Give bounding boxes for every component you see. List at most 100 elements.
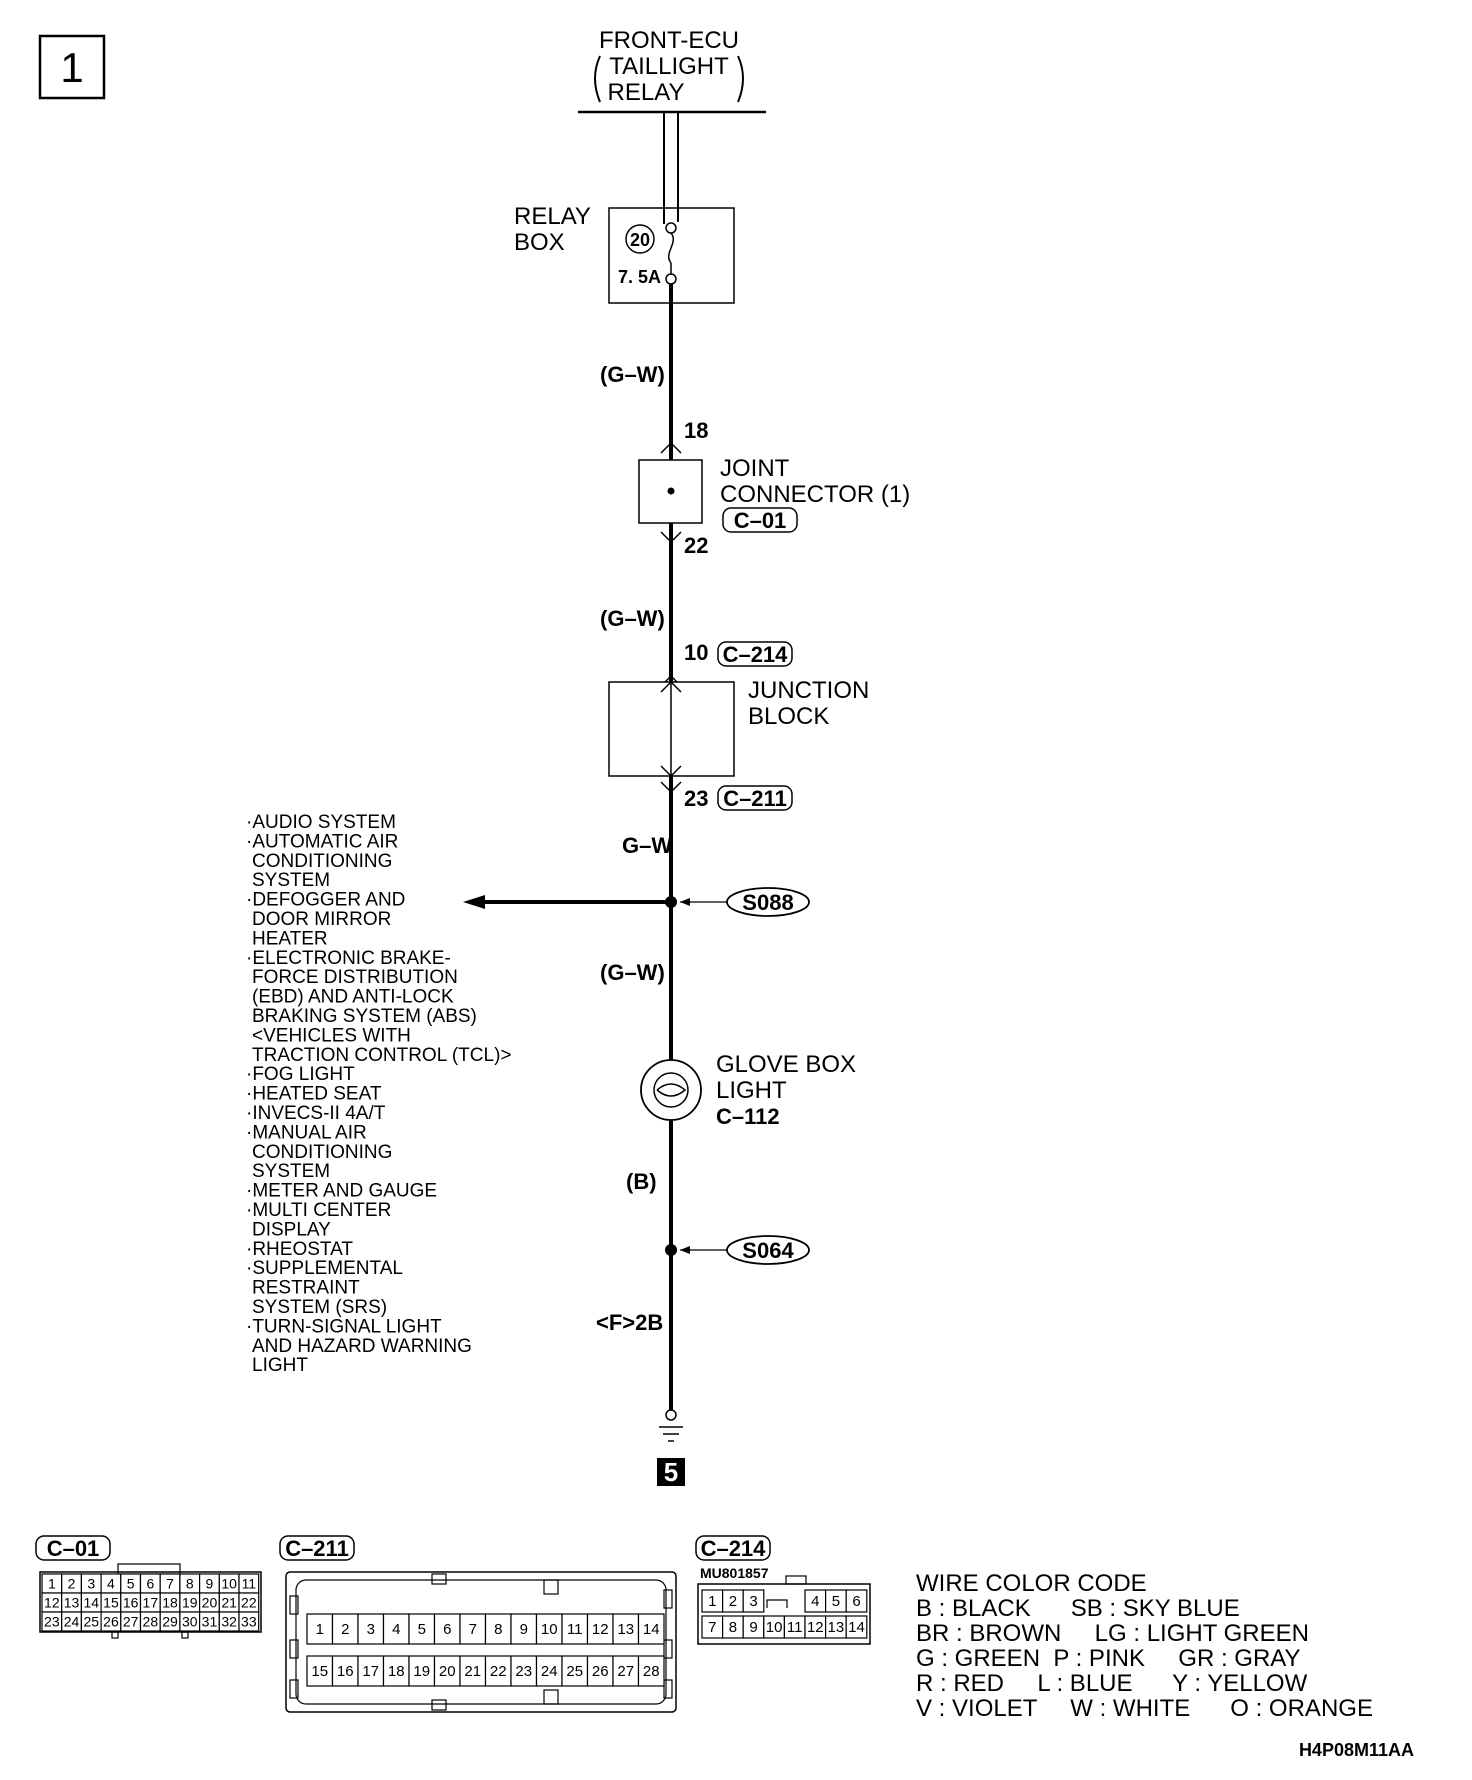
connector-pin-number: 27	[123, 1614, 139, 1630]
connector-pin-cell	[331, 1613, 359, 1645]
branch-destination-line: ·TURN-SIGNAL LIGHT	[246, 1316, 442, 1337]
connector-pin-number: 21	[221, 1595, 237, 1611]
relay-box-label-2: BOX	[514, 229, 565, 256]
branch-destination-line: AND HAZARD WARNING	[252, 1336, 472, 1357]
wire-label-5: (B)	[626, 1169, 657, 1194]
connector-pin-number: 11	[567, 1621, 583, 1638]
joint-pin-in-mark	[660, 441, 682, 454]
wire-color-code-line-2: BR : BROWN LG : LIGHT GREEN	[916, 1620, 1309, 1647]
glove-box-light-filament	[656, 1083, 687, 1097]
connector-pin-cell	[459, 1655, 487, 1687]
wire-label-4: (G–W)	[600, 960, 665, 985]
connector-pin-number: 13	[828, 1619, 845, 1636]
splice-s088-leader-arrow	[680, 898, 690, 906]
page-number-box	[38, 34, 106, 100]
branch-destination-line: SYSTEM	[252, 870, 330, 891]
junction-out-arrow	[660, 765, 682, 778]
connector-pin-cell	[357, 1655, 385, 1687]
connector-pin-number: 29	[162, 1614, 178, 1630]
branch-destination-line: ·AUDIO SYSTEM	[246, 812, 396, 833]
branch-destination-line: <VEHICLES WITH	[252, 1025, 411, 1046]
connector-pin-number: 25	[566, 1663, 583, 1680]
connector-pin-number: 23	[44, 1614, 60, 1630]
branch-arrow	[463, 895, 485, 909]
branch-destination-line: ·HEATED SEAT	[246, 1084, 382, 1105]
connector-pin-number: 7	[708, 1619, 716, 1636]
connector-pin-number: 30	[182, 1614, 198, 1630]
joint-pin-out-mark	[660, 531, 682, 544]
connector-pin-number: 17	[143, 1595, 159, 1611]
connector-pin-number: 10	[541, 1621, 558, 1638]
wire-color-code-title: WIRE COLOR CODE	[916, 1570, 1147, 1597]
connector-pin-number: 8	[186, 1576, 194, 1592]
junction-pin-out-mark	[660, 781, 682, 794]
connector-pin-cell	[433, 1655, 461, 1687]
connector-pin-number: 11	[242, 1576, 257, 1592]
branch-destination-line: BRAKING SYSTEM (ABS)	[252, 1006, 477, 1027]
branch-destination-line: ·RHEOSTAT	[246, 1239, 353, 1260]
connector-pin-number: 20	[439, 1663, 456, 1680]
connector-pin-number: 2	[68, 1576, 76, 1592]
glove-box-light-label-1: GLOVE BOX	[716, 1051, 856, 1078]
connector-pin-number: 32	[221, 1614, 237, 1630]
connector-pin-number: 3	[749, 1593, 757, 1610]
connector-pin-number: 15	[311, 1663, 328, 1680]
connector-c214-id: C–214	[701, 1536, 767, 1561]
connector-pin-cell	[510, 1613, 538, 1645]
connector-pin-number: 12	[807, 1619, 824, 1636]
connector-pin-number: 5	[127, 1576, 135, 1592]
joint-connector-id-box	[722, 507, 798, 533]
connector-pin-number: 22	[241, 1595, 257, 1611]
connector-pin-number: 3	[367, 1621, 375, 1638]
branch-destination-line: ·SUPPLEMENTAL	[246, 1258, 403, 1279]
connector-pin-number: 8	[729, 1619, 737, 1636]
splice-s064-label: S064	[742, 1238, 794, 1263]
connector-pin-number: 16	[123, 1595, 139, 1611]
junction-in-arrow	[660, 680, 682, 693]
connector-pin-number: 6	[146, 1576, 154, 1592]
connector-c01-id: C–01	[47, 1536, 100, 1561]
connector-pin-number: 1	[708, 1593, 716, 1610]
connector-pin-number: 4	[811, 1593, 819, 1610]
connector-pin-cell	[637, 1613, 665, 1645]
connector-pin-number: 11	[787, 1619, 803, 1636]
connector-pin-cell	[561, 1655, 589, 1687]
branch-destination-line: ·MANUAL AIR	[246, 1122, 367, 1143]
connector-pin-cell	[408, 1655, 436, 1687]
connector-pin-number: 28	[643, 1663, 660, 1680]
fuse-rating: 7. 5A	[618, 267, 661, 287]
connector-pin-number: 14	[848, 1619, 865, 1636]
connector-pin-cell	[845, 1589, 868, 1613]
fuse-number-circle	[625, 224, 655, 254]
connector-pin-number: 28	[143, 1614, 159, 1630]
connector-pin-number: 15	[103, 1595, 119, 1611]
connector-pin-number: 6	[443, 1621, 451, 1638]
connector-pin-number: 1	[48, 1576, 56, 1592]
branch-destination-line: (EBD) AND ANTI-LOCK	[252, 987, 454, 1008]
connector-pin-cell	[484, 1613, 512, 1645]
wire-color-code-line-5: V : VIOLET W : WHITE O : ORANGE	[916, 1695, 1373, 1722]
wire-color-code-line-1: B : BLACK SB : SKY BLUE	[916, 1595, 1240, 1622]
splice-s064-leader-arrow	[680, 1246, 690, 1254]
joint-connector-label-1: JOINT	[720, 455, 790, 482]
connector-pin-number: 24	[541, 1663, 558, 1680]
connector-c214-notch	[766, 1599, 788, 1608]
branch-destination-line: RESTRAINT	[252, 1278, 360, 1299]
wire-label-6: <F>2B	[596, 1310, 663, 1335]
connector-pin-number: 12	[44, 1595, 60, 1611]
branch-destination-line: ·INVECS-II 4A/T	[246, 1103, 386, 1124]
connector-pin-number: 2	[729, 1593, 737, 1610]
connector-pin-number: 7	[166, 1576, 174, 1592]
connector-pin-cell	[382, 1613, 410, 1645]
ground-icon	[659, 1409, 683, 1442]
branch-destination-line: ·ELECTRONIC BRAKE-	[246, 948, 451, 969]
connector-pin-number: 23	[515, 1663, 532, 1680]
source-label: FRONT-ECU TAILLIGHT RELAY	[578, 27, 766, 114]
connector-pin-number: 10	[221, 1576, 237, 1592]
glove-box-light-bulb	[640, 1059, 702, 1121]
connector-pin-number: 3	[87, 1576, 95, 1592]
connector-pin-number: 5	[418, 1621, 426, 1638]
wire-color-code-line-3: G : GREEN P : PINK GR : GRAY	[916, 1645, 1301, 1672]
